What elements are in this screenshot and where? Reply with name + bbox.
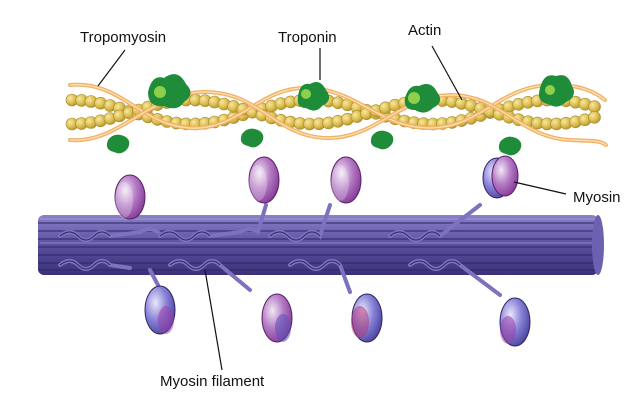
- label-tropomyosin: Tropomyosin: [80, 29, 166, 46]
- actin-bead: [588, 111, 601, 124]
- label-actin: Actin: [408, 22, 441, 39]
- label-myosin: Myosin: [573, 189, 621, 206]
- label-myosin-filament: Myosin filament: [160, 373, 265, 390]
- actin-bead: [588, 100, 601, 113]
- neck-outlines: [59, 231, 461, 270]
- label-troponin: Troponin: [278, 29, 337, 46]
- myosin-heads-upper: [114, 155, 519, 220]
- troponin-complexes: [106, 74, 574, 156]
- myosin-heads-lower: [144, 285, 531, 347]
- actin-leader: [431, 45, 463, 101]
- leader-lines: [97, 45, 567, 371]
- myosin-leader: [513, 181, 567, 195]
- myosin-filament-leader: [204, 269, 223, 371]
- tropomyosin-leader: [97, 49, 126, 87]
